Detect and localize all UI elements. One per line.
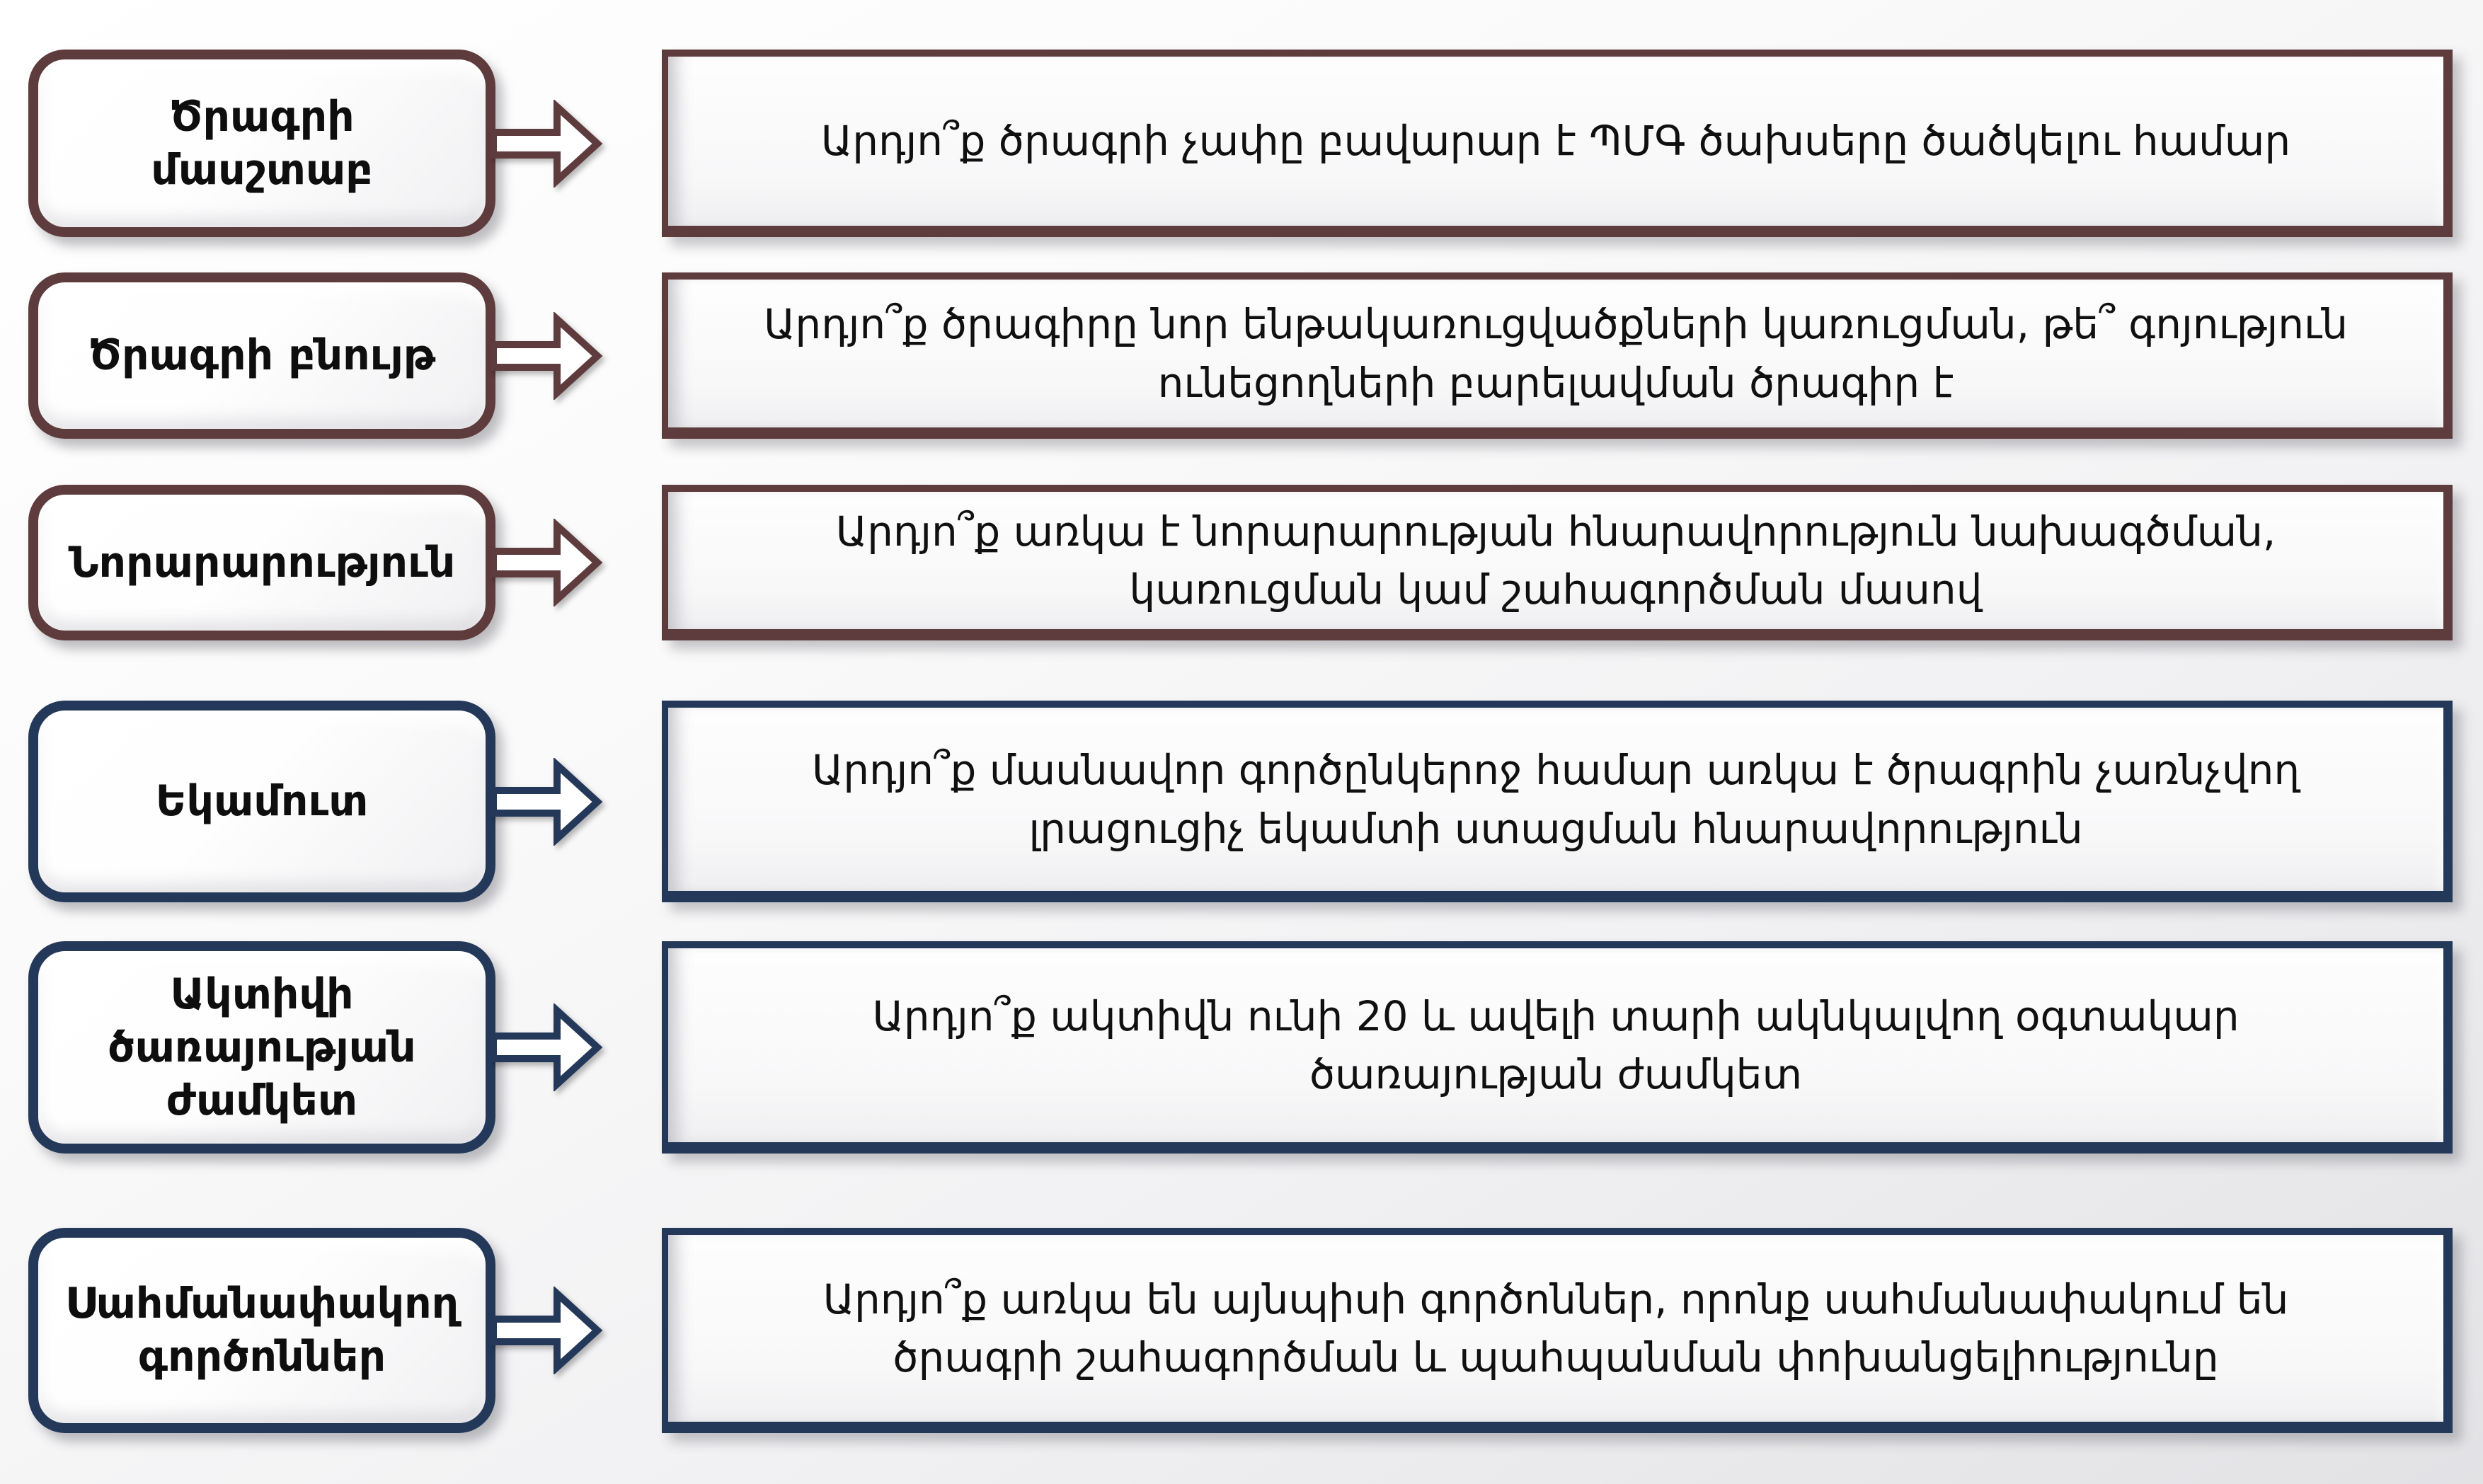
arrow-wrap: [490, 1228, 662, 1433]
question-box-innovation: Արդյո՞ք առկա է նորարարության հնարավորութ…: [662, 485, 2453, 640]
diagram-row-innovation: Նորարարություն Արդյո՞ք առկա է նորարարութ…: [28, 485, 2483, 640]
diagram-row-income: Եկամուտ Արդյո՞ք մասնավոր գործընկերոջ համ…: [28, 701, 2483, 902]
label-text: Ակտիվի ծառայության ժամկետ: [108, 969, 416, 1125]
label-text: Սահմանափակող գործոններ: [64, 1279, 459, 1381]
diagram-row-program-scale: Ծրագրի մասշտաբ Արդյո՞ք ծրագրի չափը բավար…: [28, 50, 2483, 237]
question-text: Արդյո՞ք ծրագիրը նոր ենթակառուցվածքների կ…: [764, 300, 2348, 407]
arrow-wrap: [490, 485, 662, 640]
label-text: Ծրագրի բնույթ: [88, 330, 436, 380]
arrow-wrap: [490, 701, 662, 902]
question-box-program-scale: Արդյո՞ք ծրագրի չափը բավարար է ՊՄԳ ծախսեր…: [662, 50, 2453, 237]
arrow-wrap: [490, 272, 662, 439]
label-box-income: Եկամուտ: [28, 701, 495, 902]
label-text: Ծրագրի մասշտաբ: [151, 91, 373, 195]
question-text: Արդյո՞ք առկա է նորարարության հնարավորութ…: [835, 507, 2276, 614]
label-box-innovation: Նորարարություն: [28, 485, 495, 640]
question-box-asset-service-life: Արդյո՞ք ակտիվն ունի 20 և ավելի տարի ակնկ…: [662, 941, 2453, 1154]
right-arrow-icon: [490, 519, 603, 606]
right-arrow-icon: [490, 757, 603, 846]
question-text: Արդյո՞ք ակտիվն ունի 20 և ավելի տարի ակնկ…: [872, 991, 2240, 1098]
diagram-row-program-nature: Ծրագրի բնույթ Արդյո՞ք ծրագիրը նոր ենթակա…: [28, 272, 2483, 439]
label-text: Նորարարություն: [68, 537, 456, 587]
right-arrow-icon: [490, 311, 603, 400]
question-text: Արդյո՞ք առկա են այնպիսի գործոններ, որոնք…: [822, 1275, 2289, 1381]
label-box-asset-service-life: Ակտիվի ծառայության ժամկետ: [28, 941, 495, 1154]
question-box-income: Արդյո՞ք մասնավոր գործընկերոջ համար առկա …: [662, 701, 2453, 902]
arrow-wrap: [490, 50, 662, 237]
question-box-program-nature: Արդյո՞ք ծրագիրը նոր ենթակառուցվածքների կ…: [662, 272, 2453, 439]
question-box-limiting-factors: Արդյո՞ք առկա են այնպիսի գործոններ, որոնք…: [662, 1228, 2453, 1433]
label-box-limiting-factors: Սահմանափակող գործոններ: [28, 1228, 495, 1433]
diagram-row-asset-service-life: Ակտիվի ծառայության ժամկետ Արդյո՞ք ակտիվն…: [28, 941, 2483, 1154]
diagram-row-limiting-factors: Սահմանափակող գործոններ Արդյո՞ք առկա են ա…: [28, 1228, 2483, 1433]
label-box-program-scale: Ծրագրի մասշտաբ: [28, 50, 495, 237]
arrow-wrap: [490, 941, 662, 1154]
label-text: Եկամուտ: [155, 776, 369, 826]
label-box-program-nature: Ծրագրի բնույթ: [28, 272, 495, 439]
right-arrow-icon: [490, 1287, 603, 1374]
question-text: Արդյո՞ք ծրագրի չափը բավարար է ՊՄԳ ծախսեր…: [820, 117, 2291, 166]
right-arrow-icon: [490, 99, 603, 188]
right-arrow-icon: [490, 1003, 603, 1091]
question-text: Արդյո՞ք մասնավոր գործընկերոջ համար առկա …: [811, 746, 2300, 853]
